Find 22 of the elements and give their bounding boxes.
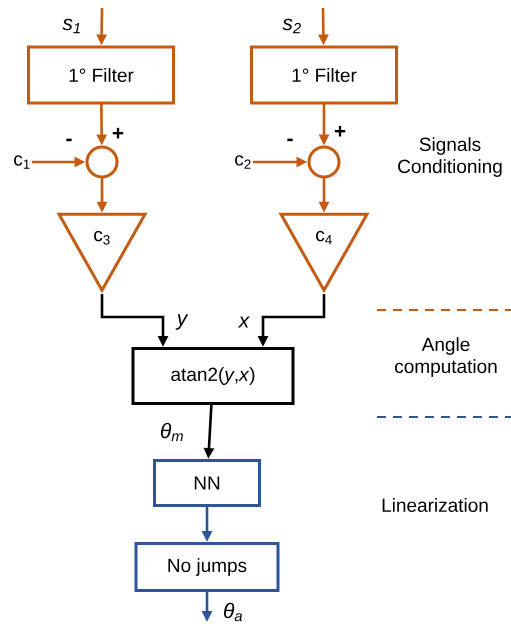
process-box: No jumps — [134, 542, 280, 592]
sign-label: + — [112, 128, 124, 138]
section-label: Signals Conditioning — [398, 137, 502, 177]
summing-junction — [308, 146, 340, 178]
edge-label: s$_{2}$ — [282, 18, 301, 34]
process-box: 1° Filter — [250, 46, 398, 104]
edge-label: s$_{1}$ — [62, 18, 80, 34]
input-label: c$_{2}$ — [235, 155, 251, 169]
sign-label: - — [66, 138, 72, 142]
edge-label: x — [238, 316, 250, 328]
process-box: NN — [153, 459, 261, 507]
summing-junction — [86, 146, 118, 178]
section-label: Linearization — [382, 498, 488, 512]
edge-label: y — [176, 314, 188, 330]
sign-label: + — [334, 126, 346, 136]
input-label: c$_{1}$ — [14, 155, 30, 169]
edge-label: θ$_{m}$ — [160, 422, 183, 442]
section-label: Angle computation — [395, 337, 496, 377]
edge-label: θ$_{a}$ — [224, 602, 242, 622]
sign-label: - — [287, 138, 293, 142]
process-box: atan2(y,x) — [132, 347, 294, 405]
process-box: 1° Filter — [27, 46, 175, 104]
